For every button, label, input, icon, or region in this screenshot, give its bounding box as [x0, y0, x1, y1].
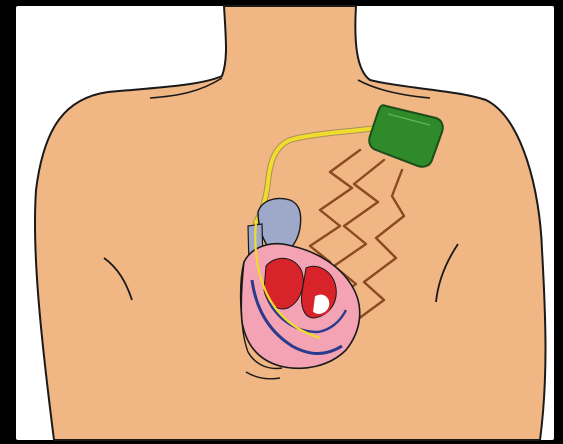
heart-chamber-white-detail: [312, 294, 330, 315]
